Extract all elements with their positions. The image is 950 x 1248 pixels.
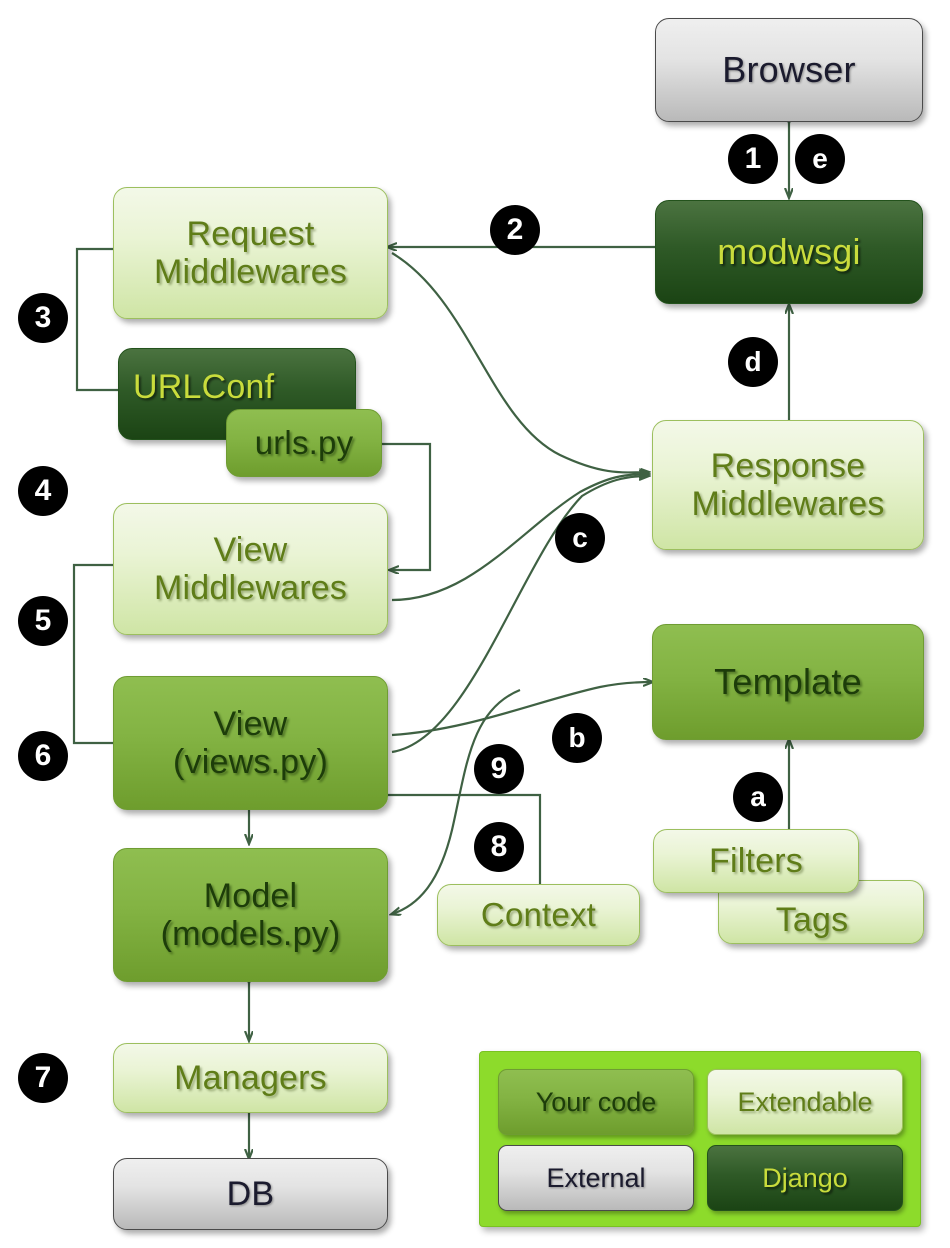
badge-d-label: d (744, 346, 762, 377)
node-urlspy[interactable]: urls.py (226, 409, 382, 477)
wire-context-to-view (372, 795, 542, 888)
node-response-middlewares-label: Response Middlewares (691, 446, 885, 523)
wire-view-to-response-mw (391, 476, 648, 754)
node-db-label: DB (226, 1174, 275, 1213)
legend-external-label: External (546, 1162, 646, 1193)
badge-b-label: b (568, 722, 586, 753)
wire-request-mw-to-urlconf (75, 247, 128, 390)
badge-a: a (733, 772, 783, 822)
node-view-middlewares[interactable]: View Middlewares (113, 503, 388, 635)
legend-your-code[interactable]: Your code (498, 1069, 694, 1135)
badge-c: c (555, 513, 605, 563)
badge-9-label: 9 (490, 752, 508, 785)
node-browser[interactable]: Browser (655, 18, 923, 122)
node-view-middlewares-label: View Middlewares (153, 530, 348, 607)
node-context-label: Context (480, 895, 597, 933)
node-view[interactable]: View (views.py) (113, 676, 388, 810)
badge-7-label: 7 (34, 1061, 52, 1094)
badge-3: 3 (18, 293, 68, 343)
node-urlspy-label: urls.py (254, 423, 354, 461)
node-filters-label: Filters (709, 841, 803, 880)
badge-d: d (728, 337, 778, 387)
legend-your-code-label: Your code (535, 1086, 657, 1117)
node-template[interactable]: Template (652, 624, 924, 740)
badge-5-label: 5 (34, 604, 52, 637)
wire-request-mw-to-response-mw (391, 252, 648, 472)
node-browser-label: Browser (722, 48, 856, 90)
legend-django-label: Django (762, 1162, 848, 1193)
badge-2-label: 2 (506, 213, 524, 246)
node-managers[interactable]: Managers (113, 1043, 388, 1113)
badge-3-label: 3 (34, 301, 52, 334)
node-modwsgi-label: modwsgi (717, 230, 861, 272)
legend-django[interactable]: Django (707, 1145, 903, 1211)
node-managers-label: Managers (174, 1058, 327, 1097)
badge-4-label: 4 (34, 474, 52, 507)
wire-view-mw-to-response-mw (391, 474, 648, 602)
node-tags-label: Tags (775, 900, 849, 939)
node-context[interactable]: Context (437, 884, 640, 946)
badge-9: 9 (474, 744, 524, 794)
node-template-label: Template (714, 660, 862, 702)
badge-7: 7 (18, 1053, 68, 1103)
badge-4: 4 (18, 466, 68, 516)
wire-urlspy-to-view-mw (382, 442, 432, 570)
node-response-middlewares[interactable]: Response Middlewares (652, 420, 924, 550)
node-db[interactable]: DB (113, 1158, 388, 1230)
badge-1-label: 1 (744, 142, 762, 175)
badge-5: 5 (18, 596, 68, 646)
badge-2: 2 (490, 205, 540, 255)
badge-6: 6 (18, 731, 68, 781)
badge-b: b (552, 713, 602, 763)
node-filters[interactable]: Filters (653, 829, 859, 893)
badge-e: e (795, 134, 845, 184)
badge-8: 8 (474, 822, 524, 872)
legend-external[interactable]: External (498, 1145, 694, 1211)
node-modwsgi[interactable]: modwsgi (655, 200, 923, 304)
badge-c-label: c (572, 522, 588, 553)
node-view-label: View (views.py) (172, 704, 329, 781)
node-model[interactable]: Model (models.py) (113, 848, 388, 982)
badge-a-label: a (750, 781, 766, 812)
node-request-middlewares-label: Request Middlewares (153, 214, 348, 291)
node-urlconf-label: URLConf (133, 367, 275, 406)
wire-view-to-template (391, 682, 652, 737)
legend-panel: Your code Extendable External Django (479, 1051, 921, 1227)
badge-6-label: 6 (34, 739, 52, 772)
legend-extendable[interactable]: Extendable (707, 1069, 903, 1135)
badge-e-label: e (812, 143, 828, 174)
badge-8-label: 8 (490, 830, 508, 863)
wire-context-to-model (392, 688, 521, 914)
node-model-label: Model (models.py) (160, 876, 341, 953)
node-request-middlewares[interactable]: Request Middlewares (113, 187, 388, 319)
legend-extendable-label: Extendable (737, 1086, 873, 1117)
badge-1: 1 (728, 134, 778, 184)
wire-view-mw-to-view (72, 563, 128, 743)
